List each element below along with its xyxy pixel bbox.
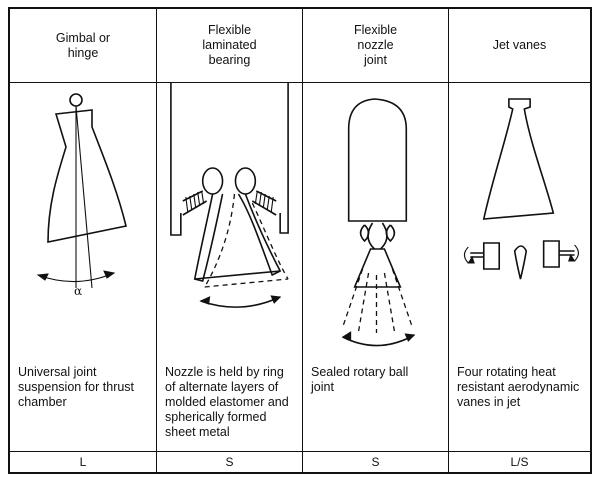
column-header: Gimbal or hinge	[10, 9, 156, 83]
column-flexible-joint: Flexible nozzle joint	[302, 9, 448, 472]
column-description: Sealed rotary ball joint	[311, 365, 409, 394]
laminated-bearing-nozzle-icon	[157, 83, 302, 351]
angle-label: α	[74, 284, 82, 298]
flexible-nozzle-joint-icon	[303, 83, 448, 351]
column-header: Flexible nozzle joint	[303, 9, 448, 83]
column-code: S	[303, 451, 448, 472]
column-description: Universal joint suspension for thrust ch…	[18, 365, 135, 409]
comparison-table: Gimbal or hinge α Universal joint suspen…	[8, 7, 592, 474]
jet-vanes-icon	[449, 83, 590, 351]
column-code: S	[157, 451, 302, 472]
column-header: Jet vanes	[449, 9, 590, 83]
column-description: Four rotating heat resistant aerodynamic…	[457, 365, 580, 409]
column-code: L	[10, 451, 156, 472]
column-laminated-bearing: Flexible laminated bearing	[156, 9, 302, 472]
gimbal-hinge-nozzle-icon: α	[10, 83, 156, 351]
column-description: Nozzle is held by ring of alternate laye…	[165, 365, 289, 439]
column-header: Flexible laminated bearing	[157, 9, 302, 83]
column-gimbal: Gimbal or hinge α Universal joint suspen…	[10, 9, 156, 472]
column-jet-vanes: Jet vanes Four rotating heat resistant a…	[448, 9, 590, 472]
column-code: L/S	[449, 451, 590, 472]
